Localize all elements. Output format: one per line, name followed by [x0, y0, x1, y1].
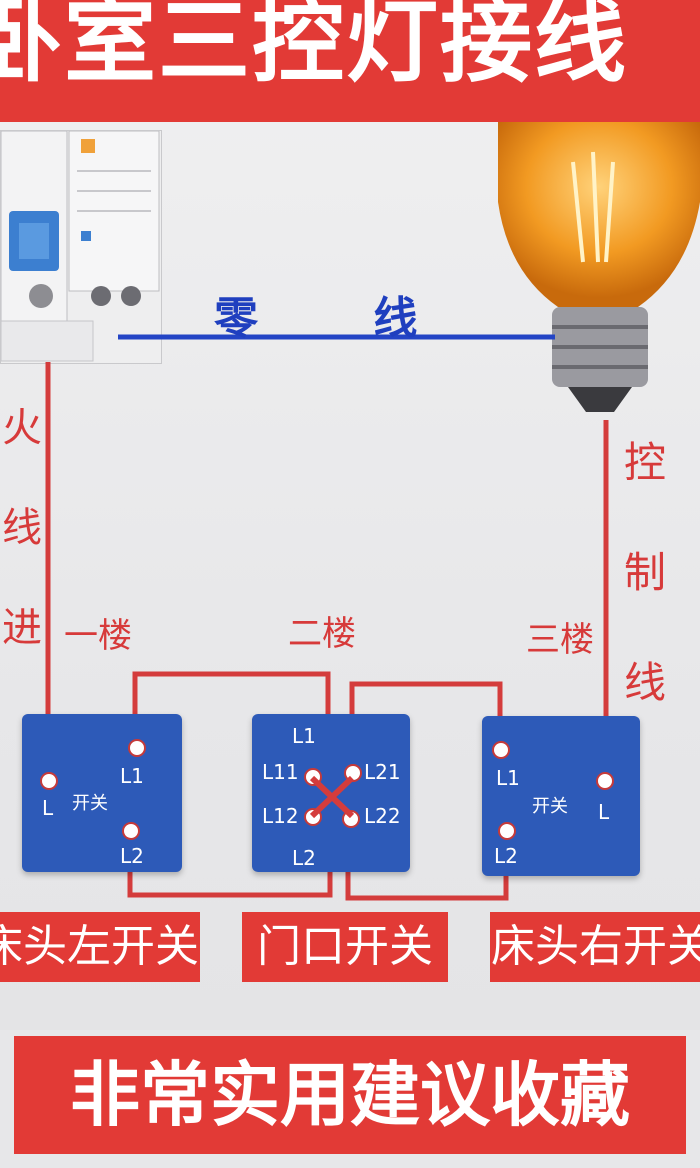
switch-label: 开关: [532, 796, 568, 817]
terminal-l22: L22: [364, 804, 401, 828]
cross-connection-icon: [309, 775, 355, 819]
page-title: 卧室三控灯接线: [0, 0, 629, 95]
switch-right: L1 开关 L L2: [482, 716, 640, 876]
control-wire-label: 控制线: [624, 438, 667, 707]
switch-middle: L1 L11 L21 L12 L22 L2: [252, 714, 410, 872]
terminal-dot: [128, 739, 146, 757]
breaker-illustration: [0, 130, 160, 362]
title-banner: 卧室三控灯接线: [0, 0, 700, 122]
terminal-l2: L2: [120, 844, 144, 868]
circuit-breaker: [0, 130, 162, 364]
terminal-l: L: [598, 800, 610, 824]
neutral-label: 零 线: [214, 293, 468, 344]
terminal-dot: [40, 772, 58, 790]
footer: 非常实用建议收藏: [0, 1030, 700, 1168]
terminal-dot: [122, 822, 140, 840]
footer-banner: 非常实用建议收藏: [14, 1036, 686, 1154]
terminal-l: L: [42, 796, 54, 820]
terminal-dot: [498, 822, 516, 840]
terminal-l1: L1: [496, 766, 520, 790]
floor-1-label: 一楼: [64, 616, 132, 656]
floor-3-label: 三楼: [526, 620, 594, 660]
live-in-label: 火线进: [2, 405, 42, 651]
switch-label: 开关: [72, 793, 108, 814]
terminal-l1: L1: [120, 764, 144, 788]
floor-2-label: 二楼: [288, 614, 356, 654]
terminal-l12: L12: [262, 804, 299, 828]
terminal-dot: [492, 741, 510, 759]
terminal-dot: [596, 772, 614, 790]
switch-label-right: 床头右开关: [490, 912, 700, 982]
switch-label-left: 床头左开关: [0, 912, 200, 982]
light-bulb-icon: [498, 122, 700, 412]
terminal-l2: L2: [494, 844, 518, 868]
terminal-l1: L1: [292, 724, 316, 748]
traveler-wire-top-left: [132, 671, 331, 746]
terminal-l21: L21: [364, 760, 401, 784]
switch-label-middle: 门口开关: [242, 912, 448, 982]
switch-left: L1 L 开关 L2: [22, 714, 182, 872]
terminal-l2: L2: [292, 846, 316, 870]
terminal-l11: L11: [262, 760, 299, 784]
